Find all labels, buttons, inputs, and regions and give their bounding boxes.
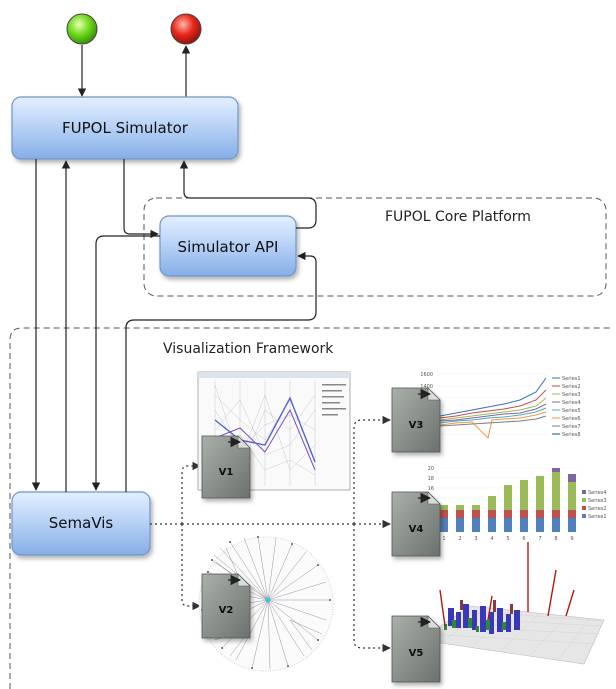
v3-doc-icon[interactable]: V3 [391,387,441,453]
v3-label: V3 [409,420,424,431]
v3-thumbnail: 1600 1400 1200 1000 800 600 Series1 Seri… [420,368,612,444]
svg-text:16: 16 [428,486,434,492]
v2-doc-icon[interactable]: V2 [201,573,251,639]
v4-bars [440,468,576,532]
svg-text:5: 5 [506,536,509,542]
v4-legend: Series4 Series3 Series2 Series1 [582,490,607,520]
svg-text:Series7: Series7 [562,424,581,430]
v3-legend: Series1 Series2 Series3 Series4 Series5 … [552,376,581,438]
v5-thumbnail [419,542,605,665]
svg-text:Series3: Series3 [588,498,607,504]
svg-text:8: 8 [554,536,557,542]
svg-text:6: 6 [522,536,525,542]
semavis-to-api-arrow [125,251,317,492]
svg-text:1: 1 [442,536,445,542]
svg-text:Series4: Series4 [588,490,607,496]
semavis-fanout [150,415,391,653]
svg-text:9: 9 [570,536,573,542]
simulator-label: FUPOL Simulator [62,119,189,137]
simulator-api-box[interactable]: Simulator API [159,215,297,277]
svg-text:Series2: Series2 [588,506,607,512]
svg-text:20: 20 [428,466,434,472]
v5-label: V5 [409,648,424,659]
v1-label: V1 [219,467,234,478]
svg-text:Series5: Series5 [562,408,581,414]
svg-text:7: 7 [538,536,541,542]
semavis-box[interactable]: SemaVis [11,491,151,556]
svg-text:Series6: Series6 [562,416,581,422]
semavis-label: SemaVis [49,514,114,532]
svg-text:1600: 1600 [420,372,433,378]
v5-doc-icon[interactable]: V5 [391,615,441,683]
svg-text:2: 2 [458,536,461,542]
v1-thumbnail [197,371,351,491]
v4-thumbnail: 20 18 16 14 12 [420,464,612,544]
svg-text:Series1: Series1 [562,376,581,382]
v4-x-ticks: 1 2 3 4 5 6 7 8 9 [442,536,573,542]
core-platform-label: FUPOL Core Platform [385,209,531,225]
vis-framework-label: Visualization Framework [163,341,334,357]
svg-text:Series8: Series8 [562,432,581,438]
v4-label: V4 [409,524,424,535]
simulator-box[interactable]: FUPOL Simulator [11,96,239,160]
svg-text:18: 18 [428,476,434,482]
svg-text:Series3: Series3 [562,392,581,398]
v1-doc-icon[interactable]: V1 [201,435,251,499]
v2-label: V2 [219,605,234,616]
svg-text:1400: 1400 [420,384,433,390]
api-to-semavis-arrow [91,235,160,491]
svg-text:Series2: Series2 [562,384,581,390]
stop-light-icon[interactable] [170,13,202,45]
v4-doc-icon[interactable]: V4 [391,491,441,557]
simulator-to-api-arrow [123,159,159,239]
svg-text:4: 4 [490,536,493,542]
svg-text:Series4: Series4 [562,400,581,406]
simulator-api-label: Simulator API [178,238,279,256]
api-to-simulator-arrow [179,160,317,229]
svg-text:Series1: Series1 [588,514,607,520]
core-platform-region [143,197,607,297]
start-light-icon[interactable] [66,13,98,45]
svg-text:3: 3 [474,536,477,542]
